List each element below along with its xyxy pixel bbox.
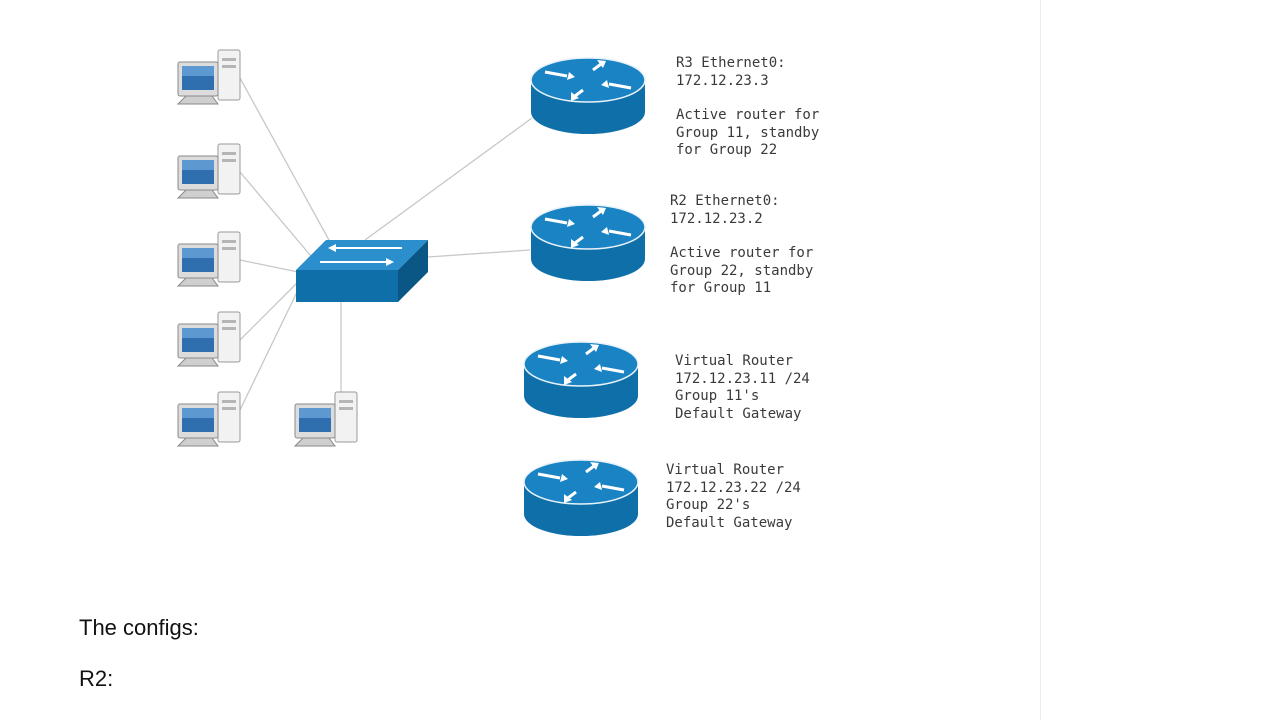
switch-icon (296, 240, 428, 302)
pc-icon (177, 49, 241, 105)
vr22-title: Virtual Router (666, 462, 785, 478)
r2-role: Group 22, standby (670, 262, 814, 279)
router-r2-icon (529, 203, 647, 283)
virtual-router-22-icon (522, 458, 640, 538)
r2-role: Active router for (670, 245, 814, 261)
r3-ip: 172.12.23.3 (676, 72, 769, 89)
r3-role: for Group 22 (676, 142, 778, 158)
pc-icon (177, 231, 241, 287)
pc-icon (177, 311, 241, 367)
vr11-gateway: Default Gateway (675, 405, 802, 422)
r2-heading: R2: (79, 666, 114, 691)
vr11-title: Virtual Router (675, 353, 794, 369)
vr11-ip: 172.12.23.11 /24 (675, 370, 810, 387)
side-panel (1040, 0, 1280, 720)
network-diagram (177, 49, 647, 538)
r3-interface: R3 Ethernet0: (676, 55, 786, 71)
router-r3-icon (529, 56, 647, 136)
r3-role: Group 11, standby (676, 124, 820, 141)
vr22-group: Group 22's (666, 497, 751, 513)
r2-ip: 172.12.23.2 (670, 210, 763, 227)
vr11-group: Group 11's (675, 388, 760, 404)
r2-role: for Group 11 (670, 280, 772, 296)
pc-icon (177, 143, 241, 199)
pc-icon (177, 391, 241, 447)
vr22-ip: 172.12.23.22 /24 (666, 479, 801, 496)
link-lines (239, 77, 533, 411)
r2-interface: R2 Ethernet0: (670, 193, 780, 209)
r3-role: Active router for (676, 107, 820, 123)
vr22-gateway: Default Gateway (666, 514, 793, 531)
pc-icon (294, 391, 358, 447)
virtual-router-11-icon (522, 340, 640, 420)
configs-heading: The configs: (79, 615, 199, 640)
